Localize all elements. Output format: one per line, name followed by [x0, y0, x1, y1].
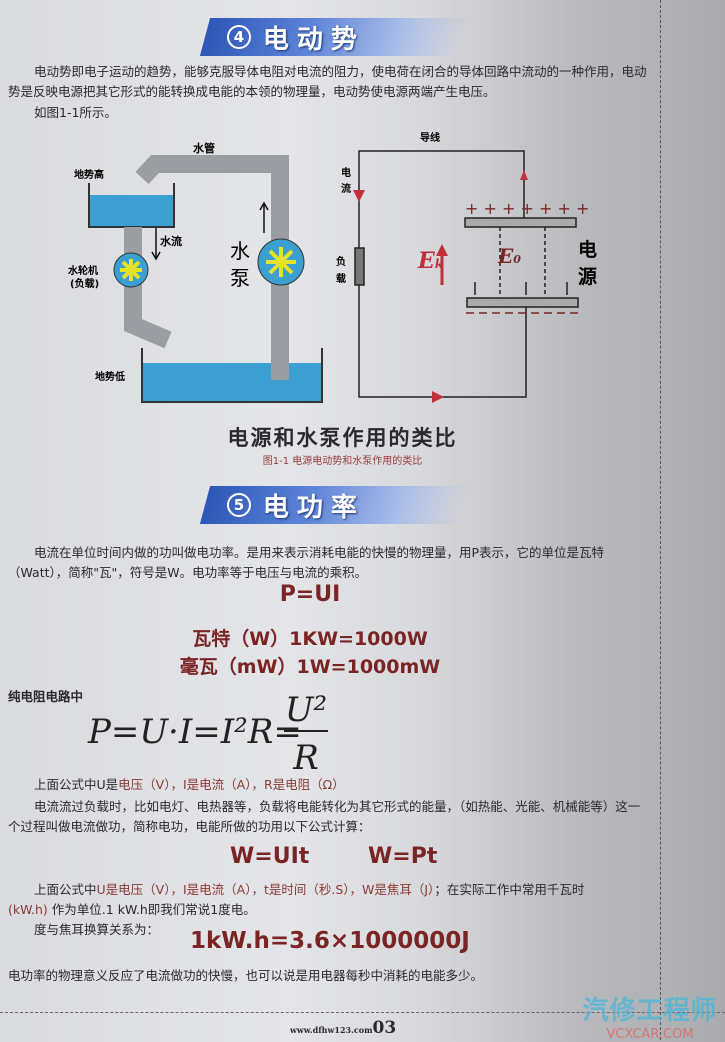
formula-w-uit: W=UIt: [230, 844, 310, 869]
label-ek: Ek: [417, 248, 443, 274]
section-5-paragraph-2: 电流流过负载时，比如电灯、电热器等，负载将电能转化为其它形式的能量，（如热能、光…: [8, 799, 641, 834]
section-title: 电动势: [263, 24, 366, 55]
label-source-1: 电: [578, 238, 597, 261]
formula-kwh: 1kW.h=3.6×1000000J: [190, 928, 470, 954]
explanation-2: 上面公式中U是电压（V），I是电流（A），t是时间（秒.S），W是焦耳（J）；在…: [8, 882, 585, 917]
formula-watt: 瓦特（W）1KW=1000W: [192, 628, 428, 650]
label-wire: 导线: [420, 131, 440, 144]
section-number: 5: [227, 493, 251, 517]
circuit: [353, 150, 580, 403]
figure-caption: 图1-1 电源电动势和水泵作用的类比: [262, 456, 423, 467]
formula-milliwatt: 毫瓦（mW）1W=1000mW: [179, 656, 441, 678]
watermark-cn: 汽修工程师: [582, 996, 718, 1026]
label-current-2: 流: [341, 182, 351, 195]
conversion-label: 度与焦耳换算关系为：: [34, 922, 160, 937]
label-flow: 水流: [160, 234, 182, 248]
water-analogy: 水管 地势高 水流 水轮机 (负载) 水 泵 地势低: [67, 141, 323, 403]
footer: www.dfhw123.com03: [290, 1018, 396, 1038]
explanation-1: 上面公式中U是电压（V），I是电流（A），R是电阻（Ω）: [34, 777, 345, 792]
section-title: 电功率: [263, 492, 366, 523]
label-low: 地势低: [95, 370, 125, 383]
field-lines: [499, 227, 546, 295]
label-load-2: 载: [336, 272, 346, 285]
down-arrow-icon: [151, 228, 161, 261]
footer-url: www.dfhw123.com: [290, 1025, 373, 1035]
label-e0: E0: [497, 244, 521, 268]
figure-reference: 如图1-1所示。: [34, 105, 117, 120]
load-resistor: [354, 247, 365, 286]
upper-water: [89, 195, 174, 227]
label-turbine: 水轮机: [67, 264, 98, 277]
fold-line: [660, 0, 661, 1040]
formula-w-pt: W=Pt: [368, 844, 438, 869]
pure-resistor-label: 纯电阻电路中: [8, 689, 84, 704]
section-5-paragraph: 电流在单位时间内做的功叫做电功率。是用来表示消耗电能的快慢的物理量，用P表示，它…: [8, 545, 605, 580]
label-turbine-load: (负载): [70, 277, 99, 290]
formula-denominator: R: [293, 738, 319, 778]
up-arrow-icon: [259, 201, 269, 233]
label-load-1: 负: [336, 255, 346, 268]
figure-diagram: 水管 地势高 水流 水轮机 (负载) 水 泵 地势低 + + + + + + +…: [67, 131, 597, 403]
label-source-2: 源: [578, 265, 597, 288]
section-4-header: 4 电动势: [199, 18, 471, 56]
label-current-1: 电: [341, 166, 351, 179]
label-pipe: 水管: [193, 141, 215, 155]
power-formula: P=U·I=I²R=: [88, 712, 302, 752]
watermark-en: VCXCAR.COM: [606, 1027, 694, 1042]
section-4-paragraph: 电动势即电子运动的趋势，能够克服导体电阻对电流的阻力，使电荷在闭合的导体回路中流…: [8, 64, 647, 99]
charge-arrows: [474, 282, 568, 295]
plus-signs: + + + + + + +: [465, 199, 589, 218]
positive-plate: [464, 217, 577, 228]
section-5-conclusion: 电功率的物理意义反应了电流做功的快慢，也可以说是用电器每秒中消耗的电能多少。: [8, 968, 484, 983]
page-number: 03: [372, 1018, 397, 1038]
section-5-header: 5 电功率: [199, 486, 471, 524]
label-high: 地势高: [74, 168, 104, 181]
bottom-divider: [0, 1012, 725, 1013]
lower-water: [142, 363, 322, 402]
label-pump-1: 水: [230, 239, 250, 263]
negative-plate: [466, 297, 579, 308]
lower-tank: [141, 348, 323, 403]
formula-p-ui: P=UI: [279, 582, 341, 607]
figure-title: 电源和水泵作用的类比: [227, 426, 458, 450]
watermark-logo: 汽修工程师 VCXCAR.COM: [575, 990, 725, 1042]
label-pump-2: 泵: [230, 266, 250, 290]
formula-numerator: U²: [284, 690, 328, 732]
section-number: 4: [227, 25, 251, 49]
